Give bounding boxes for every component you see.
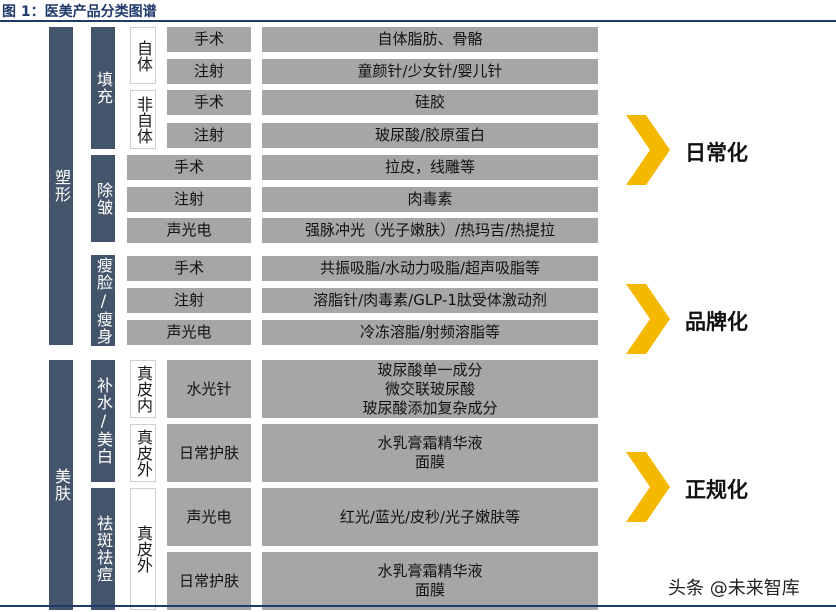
- product-cell: 共振吸脂/水动力吸脂/超声吸脂等: [262, 256, 598, 281]
- product-cell: 硅胶: [262, 90, 598, 115]
- method-cell: 注射: [167, 123, 251, 148]
- product-cell: 童颜针/少女针/婴儿针: [262, 59, 598, 84]
- product-cell: 玻尿酸/胶原蛋白: [262, 123, 598, 148]
- category-skin: 美肤: [49, 360, 73, 610]
- method-cell: 声光电: [127, 320, 251, 345]
- method-cell: 注射: [127, 288, 251, 313]
- product-line: 面膜: [414, 453, 445, 471]
- method-cell: 注射: [127, 187, 251, 212]
- product-line: 玻尿酸单一成分: [377, 360, 483, 379]
- stage-label-regular: 正规化: [685, 478, 748, 502]
- stage-label-daily: 日常化: [685, 141, 748, 165]
- subcategory-spot: 祛斑祛痘: [91, 488, 115, 610]
- method-cell: 水光针: [167, 360, 251, 418]
- chevron-right-icon: [626, 115, 670, 185]
- method-cell: 声光电: [127, 218, 251, 243]
- method-cell: 手术: [167, 27, 251, 52]
- source-dermis: 真皮外: [130, 488, 156, 610]
- method-cell: 手术: [127, 256, 251, 281]
- product-cell-multi: 玻尿酸单一成分 微交联玻尿酸 玻尿酸添加复杂成分: [262, 360, 598, 418]
- product-cell: 自体脂肪、骨骼: [262, 27, 598, 52]
- product-cell-multi: 水乳膏霜精华液 面膜: [262, 552, 598, 610]
- source-autologous: 自体: [130, 27, 156, 84]
- figure-title: 图 1：医美产品分类图谱: [2, 4, 157, 20]
- method-cell: 日常护肤: [167, 552, 251, 610]
- product-line: 玻尿酸添加复杂成分: [362, 398, 498, 417]
- chevron-right-icon: [626, 284, 670, 354]
- method-cell: 手术: [167, 90, 251, 115]
- method-cell: 手术: [127, 155, 251, 180]
- subcategory-fill: 填充: [91, 27, 115, 149]
- chevron-right-icon: [626, 452, 670, 522]
- product-cell: 肉毒素: [262, 187, 598, 212]
- source-dermis-out: 真皮外: [130, 424, 156, 482]
- stage-label-brand: 品牌化: [685, 310, 748, 334]
- category-shaping: 塑形: [49, 27, 73, 345]
- subcategory-slim: 瘦脸/瘦身: [91, 255, 115, 346]
- watermark: 头条 @未来智库: [668, 578, 800, 599]
- subcategory-wrinkle: 除皱: [91, 155, 115, 242]
- source-dermis-in: 真皮内: [130, 360, 156, 418]
- product-line: 面膜: [414, 581, 445, 599]
- title-rule: [0, 20, 836, 22]
- product-cell: 冷冻溶脂/射频溶脂等: [262, 320, 598, 345]
- product-line: 水乳膏霜精华液: [377, 562, 483, 580]
- source-non-autologous: 非自体: [130, 90, 156, 149]
- subcategory-hydrate: 补水/美白: [91, 360, 115, 482]
- method-cell: 日常护肤: [167, 424, 251, 482]
- product-cell: 强脉冲光（光子嫩肤）/热玛吉/热提拉: [262, 218, 598, 243]
- bottom-rule: [0, 605, 836, 607]
- method-cell: 注射: [167, 59, 251, 84]
- method-cell: 声光电: [167, 488, 251, 546]
- product-line: 水乳膏霜精华液: [377, 434, 483, 452]
- product-cell: 红光/蓝光/皮秒/光子嫩肤等: [262, 488, 598, 546]
- product-cell: 拉皮，线雕等: [262, 155, 598, 180]
- product-cell-multi: 水乳膏霜精华液 面膜: [262, 424, 598, 482]
- product-cell: 溶脂针/肉毒素/GLP-1肽受体激动剂: [262, 288, 598, 313]
- product-line: 微交联玻尿酸: [384, 379, 475, 398]
